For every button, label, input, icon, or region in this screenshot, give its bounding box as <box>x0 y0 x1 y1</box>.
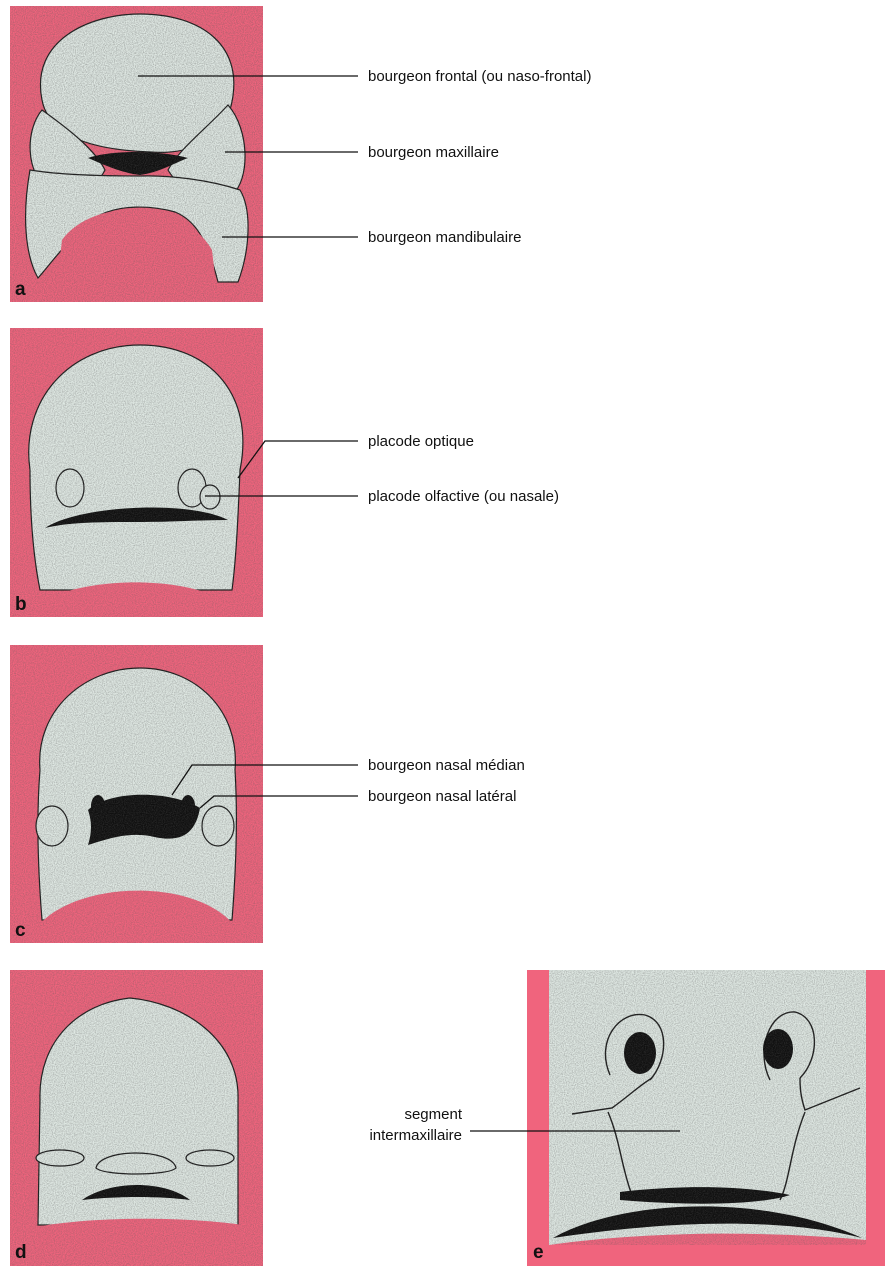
stipple-a <box>10 6 263 302</box>
stipple-c <box>10 645 263 943</box>
stipple-d <box>10 970 263 1266</box>
label-bourgeon-nasal-median: bourgeon nasal médian <box>368 757 525 774</box>
label-intermaxillaire: intermaxillaire <box>369 1127 462 1144</box>
label-placode-optique: placode optique <box>368 433 474 450</box>
panel-e: e <box>527 970 885 1266</box>
label-placode-olfactive: placode olfactive (ou nasale) <box>368 488 559 505</box>
panel-letter-e: e <box>533 1242 544 1263</box>
panel-letter-d: d <box>15 1242 27 1263</box>
panel-letter-b: b <box>15 594 27 615</box>
stipple-e <box>549 970 866 1245</box>
label-segment: segment <box>404 1106 462 1123</box>
label-bourgeon-frontal: bourgeon frontal (ou naso-frontal) <box>368 68 591 85</box>
stipple-b <box>10 328 263 617</box>
panel-d: d <box>10 970 263 1266</box>
panel-letter-c: c <box>15 920 26 941</box>
label-bourgeon-nasal-lateral: bourgeon nasal latéral <box>368 788 516 805</box>
label-bourgeon-mandibulaire: bourgeon mandibulaire <box>368 229 521 246</box>
panel-c: c <box>10 645 263 943</box>
panel-a: a <box>10 6 263 302</box>
panel-b: b <box>10 328 263 617</box>
label-bourgeon-maxillaire: bourgeon maxillaire <box>368 144 499 161</box>
panel-letter-a: a <box>15 279 26 300</box>
